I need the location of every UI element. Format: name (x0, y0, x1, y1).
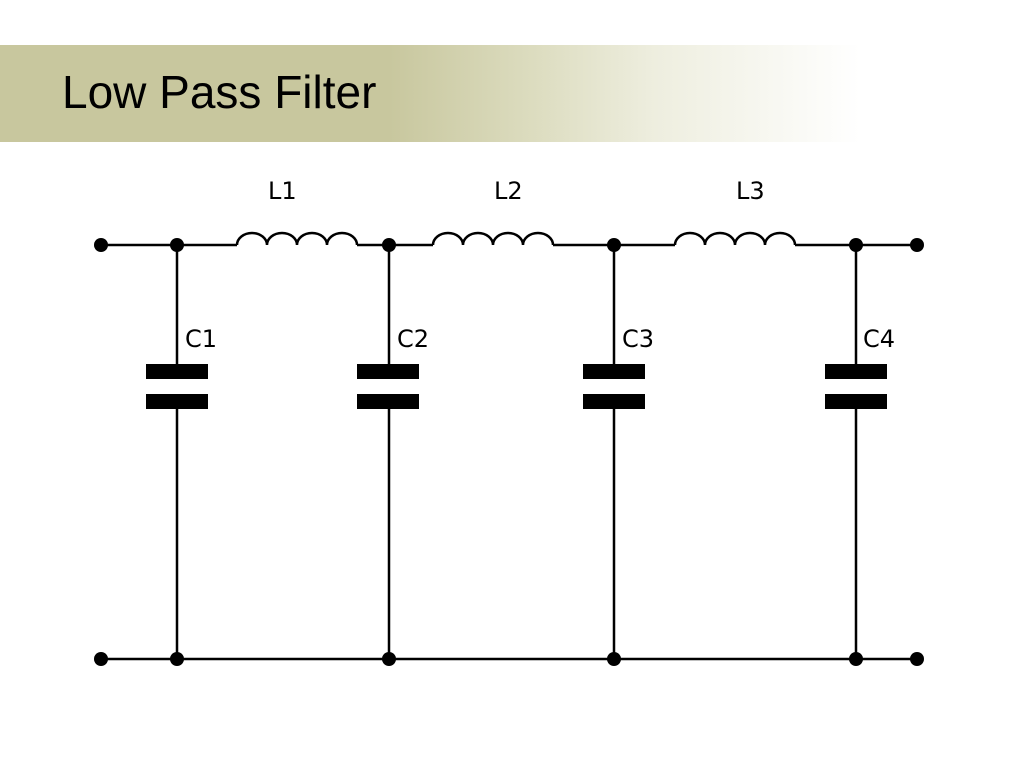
slide-title: Low Pass Filter (62, 66, 377, 118)
capacitor-c4-plate (825, 394, 887, 409)
capacitor-c2-label: C2 (397, 325, 429, 353)
terminal-output-top (910, 238, 924, 252)
junction-node (607, 652, 621, 666)
junction-node (849, 238, 863, 252)
capacitor-c2-plate (357, 364, 419, 379)
junction-node (607, 238, 621, 252)
capacitor-c3-label: C3 (622, 325, 654, 353)
capacitor-c1-plate (146, 364, 208, 379)
junction-node (849, 652, 863, 666)
inductor-l3-label: L3 (736, 177, 765, 205)
junction-node (170, 652, 184, 666)
junction-node (382, 652, 396, 666)
title-band (0, 45, 1024, 142)
junction-node (382, 238, 396, 252)
terminal-input-bottom (94, 652, 108, 666)
inductor-l3-coil (673, 231, 797, 246)
inductor-l2-label: L2 (494, 177, 523, 205)
terminal-output-bottom (910, 652, 924, 666)
capacitor-c4-label: C4 (863, 325, 895, 353)
inductor-l2-coil (431, 231, 555, 246)
capacitor-c3-plate (583, 364, 645, 379)
terminal-input-top (94, 238, 108, 252)
capacitor-c3-plate (583, 394, 645, 409)
capacitor-c4-plate (825, 364, 887, 379)
inductor-l1-label: L1 (268, 177, 297, 205)
capacitor-c1-label: C1 (185, 325, 217, 353)
capacitor-c1-plate (146, 394, 208, 409)
capacitor-c2-plate (357, 394, 419, 409)
junction-node (170, 238, 184, 252)
inductor-l1-coil (235, 231, 359, 246)
